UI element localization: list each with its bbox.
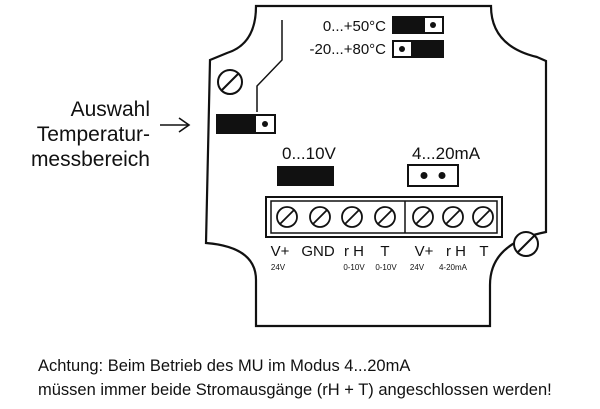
temperature-range-selection-label: Auswahl Temperatur- messbereich (2, 97, 150, 172)
left-label-line: Temperatur- (36, 123, 150, 146)
current-mode-label: 4...20mA (412, 144, 481, 163)
terminal-sublabel: 0-10V (375, 263, 397, 272)
jumper-temperature-selector (216, 114, 276, 134)
warning-note: Achtung: Beim Betrieb des MU im Modus 4.… (38, 354, 598, 402)
voltage-mode-label: 0...10V (282, 144, 337, 163)
warning-note-line: müssen immer beide Stromausgänge (rH + T… (38, 381, 552, 399)
jumper-range-2 (392, 40, 444, 58)
terminal-screw-icon (276, 206, 298, 228)
left-label-line: Auswahl (70, 98, 150, 121)
terminal-screw-icon (341, 206, 363, 228)
jumper-current-mode (407, 164, 459, 187)
terminal-screw-icon (309, 206, 331, 228)
terminal-label: V+ (415, 243, 434, 260)
terminal-screws (276, 206, 494, 228)
terminal-label: T (479, 243, 488, 260)
terminal-screw-icon (442, 206, 464, 228)
terminal-label: r H (344, 243, 364, 260)
terminal-screw-icon (374, 206, 396, 228)
temperature-leader-line (256, 20, 283, 112)
jumper-range-1 (392, 16, 444, 34)
terminal-label: V+ (271, 243, 290, 260)
terminal-screw-icon (412, 206, 434, 228)
jumper-voltage-mode (277, 166, 334, 186)
range-1-label: 0...+50°C (323, 18, 386, 35)
range-2-label: -20...+80°C (310, 41, 387, 58)
selector-arrow-icon (160, 117, 191, 133)
terminal-screw-icon (472, 206, 494, 228)
terminal-label: GND (301, 243, 335, 260)
terminal-sublabel: 0-10V (343, 263, 365, 272)
housing-outline (204, 4, 548, 328)
warning-note-line: Achtung: Beim Betrieb des MU im Modus 4.… (38, 357, 411, 375)
terminal-label: r H (446, 243, 466, 260)
screw-bottom-right-icon (513, 231, 539, 257)
terminal-label: T (380, 243, 389, 260)
terminal-sublabel: 24V (271, 263, 286, 272)
screw-top-left-icon (217, 69, 243, 95)
left-label-line: messbereich (30, 148, 150, 171)
terminal-sublabel: 24V (410, 263, 425, 272)
terminal-sublabel: 4-20mA (439, 263, 468, 272)
